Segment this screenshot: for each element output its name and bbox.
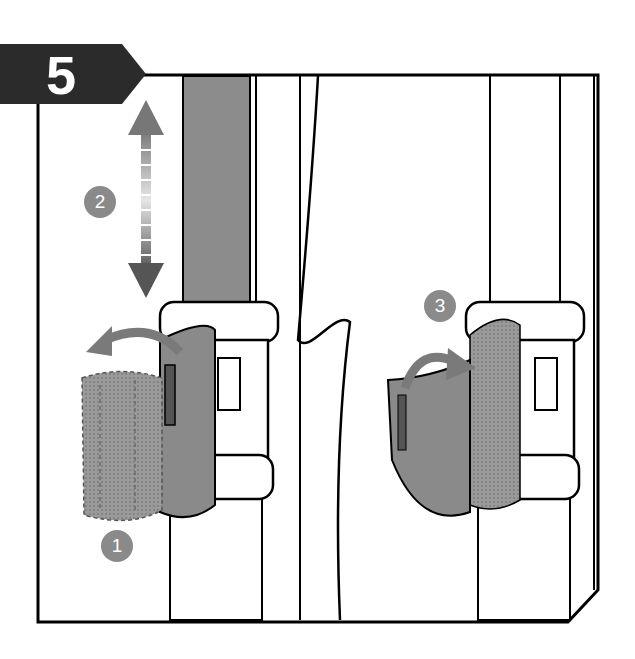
step-number: 5 bbox=[26, 40, 96, 110]
rotate-arrow bbox=[105, 332, 180, 352]
callout-number: 1 bbox=[101, 530, 133, 562]
break-line bbox=[298, 76, 350, 620]
clip bbox=[160, 326, 215, 517]
slide-arrow bbox=[141, 130, 151, 270]
clip bbox=[470, 319, 520, 509]
callout-number: 3 bbox=[424, 290, 456, 322]
hose bbox=[183, 76, 250, 308]
clip-removed bbox=[82, 372, 162, 521]
callout-number: 2 bbox=[84, 186, 116, 218]
pipe bbox=[478, 495, 570, 620]
frame bbox=[38, 75, 598, 622]
